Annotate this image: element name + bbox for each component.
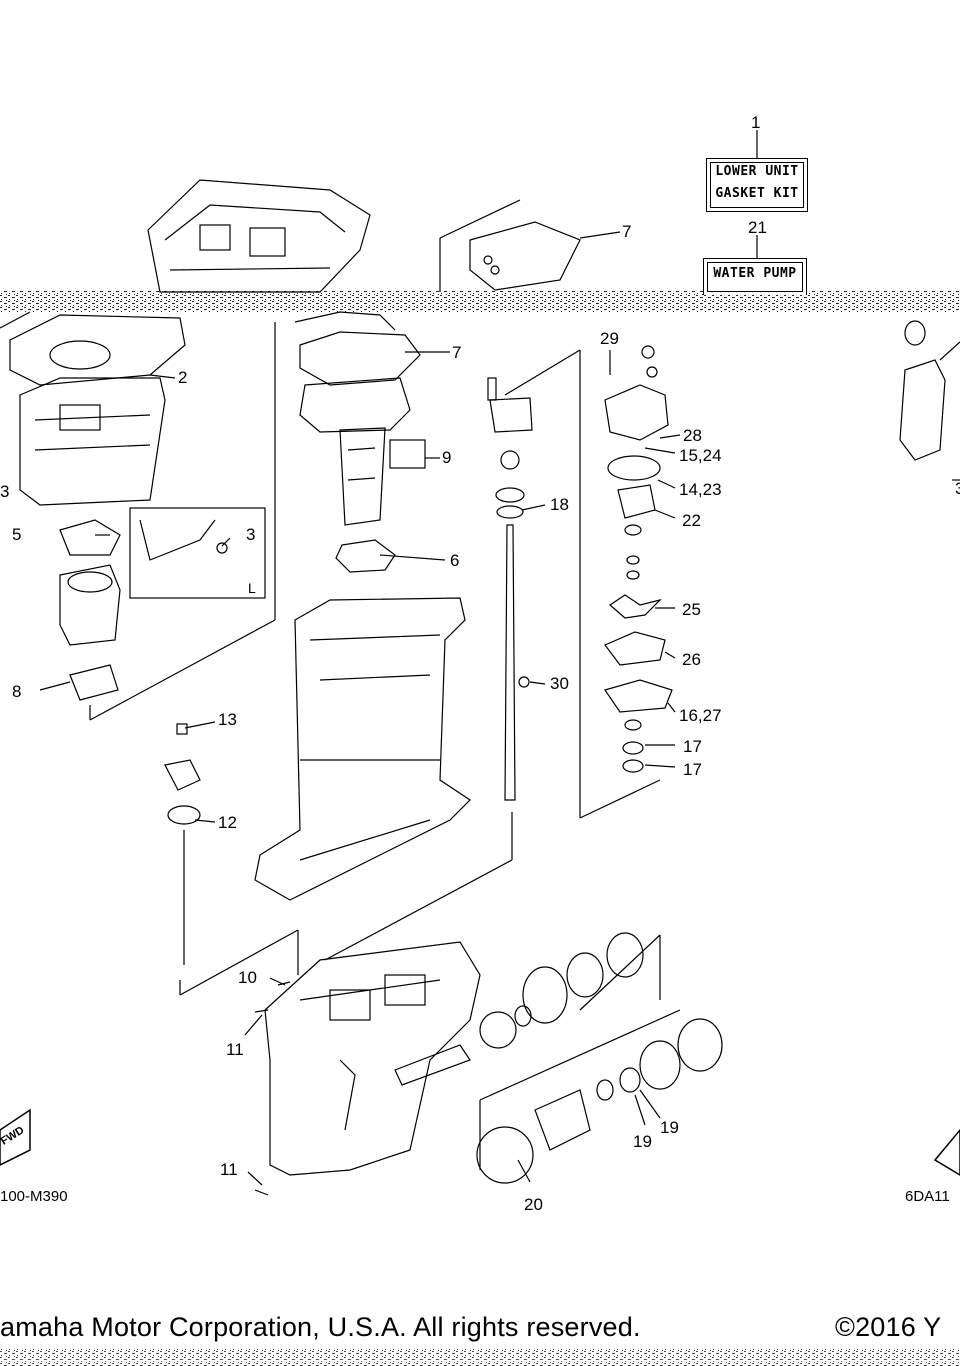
gasket-7-top — [469, 221, 581, 291]
callout-20: 20 — [524, 1195, 543, 1214]
tear-band-bottom — [0, 1348, 960, 1366]
drive-shaft-housing-part — [254, 597, 471, 901]
callout-19-right: 19 — [660, 1118, 679, 1137]
callout-29: 29 — [600, 329, 619, 348]
callout-15-24: 15,24 — [679, 446, 722, 465]
inset-label: L — [248, 580, 256, 596]
diagram-code-right: 6DA11 — [905, 1188, 950, 1205]
callout-26: 26 — [682, 650, 701, 669]
callout-18: 18 — [550, 495, 569, 514]
callout-13: 13 — [218, 710, 237, 729]
tear-band-top — [0, 290, 960, 312]
callout-16-27: 16,27 — [679, 706, 722, 725]
propeller-shaft-part — [394, 932, 723, 1184]
fwd-tag-left — [0, 1108, 31, 1166]
drive-shaft-part — [487, 377, 533, 801]
callout-17-upper: 17 — [683, 737, 702, 756]
edge-partial-part — [899, 320, 946, 461]
callout-7: 7 — [452, 343, 461, 362]
seal-6-part — [335, 539, 396, 573]
callout-11-upper: 11 — [226, 1040, 244, 1059]
callout-22: 22 — [682, 511, 701, 530]
callout-19-left: 19 — [633, 1132, 652, 1151]
callout-17-lower: 17 — [683, 760, 702, 779]
callout-3-left: 3 — [0, 482, 9, 501]
callout-12: 12 — [218, 813, 237, 832]
callout-9: 9 — [442, 448, 451, 467]
seal-8-part — [69, 664, 119, 701]
shift-rod-part — [164, 723, 201, 965]
callout-30: 30 — [550, 674, 569, 693]
exhaust-pipe-part — [59, 564, 121, 646]
callout-11-lower: 11 — [220, 1160, 238, 1179]
fwd-tag-right — [933, 1128, 960, 1176]
water-pump-kit-box: WATER PUMP — [703, 258, 807, 295]
callout-14-23: 14,23 — [679, 480, 722, 499]
diagram-code-left: 100-M390 — [0, 1188, 68, 1205]
callout-10: 10 — [238, 968, 257, 987]
rubber-mount-9-part — [389, 439, 426, 469]
exhaust-manifold-part — [9, 314, 186, 506]
exhaust-guide-top-part — [147, 179, 371, 293]
lower-unit-gasket-kit-box: LOWER UNIT GASKET KIT — [706, 158, 808, 212]
callout-25: 25 — [682, 600, 701, 619]
callout-2: 2 — [178, 368, 187, 387]
kit-line: GASKET KIT — [715, 186, 799, 201]
callout-8: 8 — [12, 682, 21, 701]
kit-number-1: 1 — [751, 113, 760, 132]
copyright-footer-right: ©2016 Y — [835, 1312, 942, 1342]
detail-inset-frame — [129, 507, 266, 599]
gasket-5-part — [59, 519, 121, 556]
kit-number-21: 21 — [748, 218, 767, 237]
gasket-7-part — [299, 331, 421, 386]
callout-5: 5 — [12, 525, 21, 544]
callout-7-top: 7 — [622, 222, 631, 241]
callout-3-inset: 3 — [246, 525, 255, 544]
kit-line: WATER PUMP — [713, 266, 797, 281]
callout-6: 6 — [450, 551, 459, 570]
upper-casing-part — [299, 377, 411, 526]
water-pump-assembly-part — [604, 345, 673, 773]
callout-3-right: 3 — [955, 479, 960, 498]
kit-line: LOWER UNIT — [715, 164, 799, 179]
gear-case-part — [264, 941, 481, 1176]
copyright-footer-left: amaha Motor Corporation, U.S.A. All righ… — [0, 1312, 641, 1342]
callout-28: 28 — [683, 426, 702, 445]
